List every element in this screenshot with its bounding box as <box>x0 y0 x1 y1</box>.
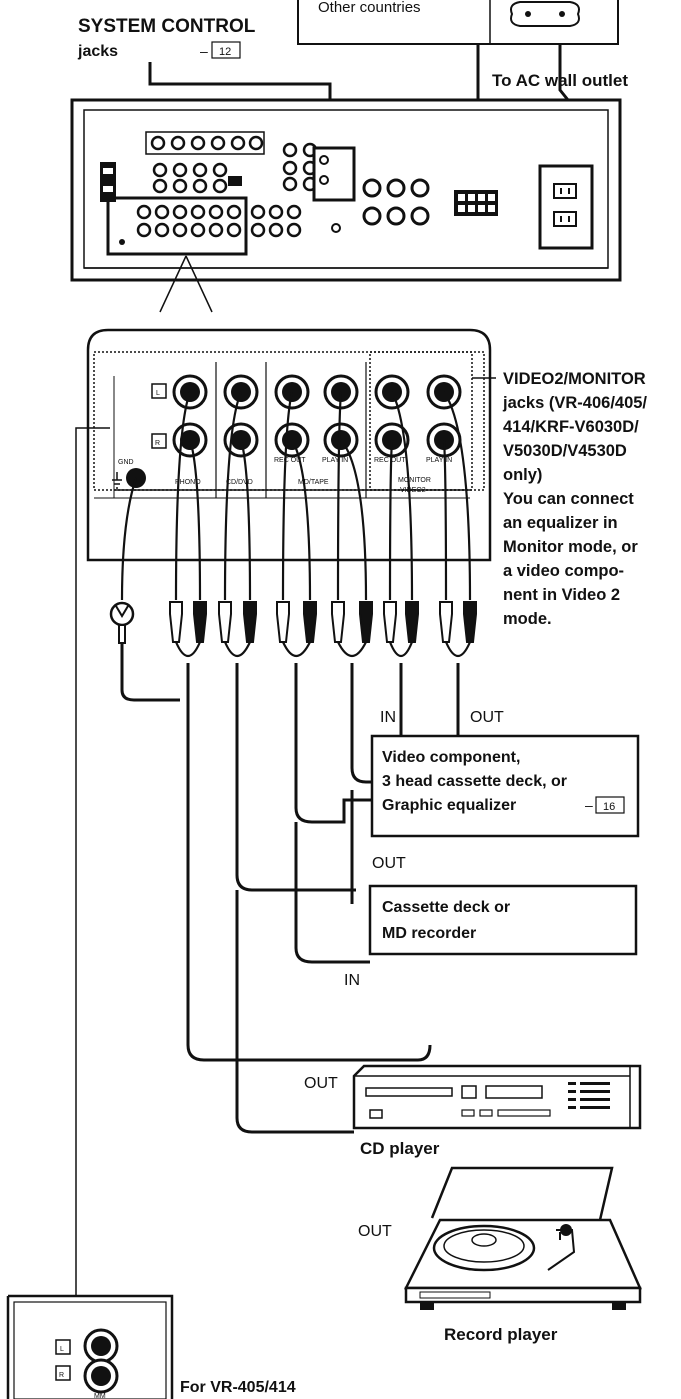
page-ref-12: – 12 <box>200 41 241 59</box>
panel-l-mark: L <box>156 390 160 397</box>
svg-text:VIDEO2/MONITOR: VIDEO2/MONITOR <box>503 370 646 388</box>
gnd-label: GND <box>118 459 134 466</box>
svg-text:12: 12 <box>219 46 231 58</box>
svg-text:mode.: mode. <box>503 610 552 628</box>
md-rec-out-label: REC OUT <box>274 457 306 464</box>
svg-text:an equalizer in: an equalizer in <box>503 514 618 532</box>
cassette-box-line2: MD recorder <box>382 925 476 942</box>
cassette-deck-box: Cassette deck or MD recorder <box>368 884 638 956</box>
cd-dvd-label: CD/DVD <box>226 479 253 486</box>
mon-play-in-label: PLAY IN <box>426 457 452 464</box>
video2-monitor-note: VIDEO2/MONITOR jacks (VR-406/405/ 414/KR… <box>502 370 647 628</box>
svg-text:You can connect: You can connect <box>503 490 634 508</box>
cd-out-label: OUT <box>304 1075 338 1092</box>
rca-cables <box>120 391 472 601</box>
ground-lug-icon <box>109 601 135 644</box>
jack-panel-enlarged: L R GND PHONO CD/DVD REC OUT PLAY IN MD/… <box>86 328 492 562</box>
svg-text:–: – <box>200 43 208 59</box>
video2-label: VIDEO2 <box>400 487 426 494</box>
system-control-label: SYSTEM CONTROL <box>78 16 256 37</box>
cassette-box-line1: Cassette deck or <box>382 899 510 916</box>
phono-label: PHONO <box>175 479 201 486</box>
video-box-line3: Graphic equalizer <box>382 797 516 814</box>
component-cables <box>120 643 460 1062</box>
svg-text:nent in Video 2: nent in Video 2 <box>503 586 620 604</box>
rca-plugs <box>109 601 477 658</box>
receiver-rear-panel <box>70 98 622 282</box>
video-out-label: OUT <box>470 709 504 726</box>
monitor-label: MONITOR <box>398 477 431 484</box>
svg-text:only): only) <box>503 466 542 484</box>
plug-box-text: Other countries <box>318 0 421 16</box>
system-control-jacks-label: jacks <box>77 43 118 60</box>
svg-text:Monitor mode, or: Monitor mode, or <box>503 538 638 556</box>
svg-text:V5030D/V4530D: V5030D/V4530D <box>503 442 627 460</box>
record-player-label: Record player <box>444 1325 558 1344</box>
plug-type-box: Other countries <box>297 0 619 45</box>
video-box-line2: 3 head cassette deck, or <box>382 773 567 790</box>
inset-leader <box>75 427 110 1296</box>
cd-player-label: CD player <box>360 1139 440 1158</box>
video-component-box: Video component, 3 head cassette deck, o… <box>370 734 640 838</box>
svg-text:a video compo-: a video compo- <box>503 562 624 580</box>
cassette-out-label: OUT <box>372 855 406 872</box>
inset-mm-label: MM <box>94 1393 106 1399</box>
record-player-device <box>403 1166 642 1310</box>
video-in-label: IN <box>380 709 396 726</box>
inset-caption: For VR-405/414 <box>180 1379 296 1396</box>
cassette-in-label: IN <box>344 972 360 989</box>
md-tape-label: MD/TAPE <box>298 479 329 486</box>
page-ref-16: – 16 <box>585 796 625 814</box>
euro-plug-icon <box>510 0 580 27</box>
cd-player-device <box>352 1064 642 1130</box>
ground-icon <box>112 472 122 489</box>
inset-l-mark: L <box>60 1346 64 1353</box>
inset-r-mark: R <box>59 1372 64 1379</box>
md-play-in-label: PLAY IN <box>322 457 348 464</box>
svg-text:414/KRF-V6030D/: 414/KRF-V6030D/ <box>503 418 639 436</box>
record-out-label: OUT <box>358 1223 392 1240</box>
video-box-line1: Video component, <box>382 749 520 766</box>
panel-r-mark: R <box>155 440 160 447</box>
inset-panel-vr405-414: L R MM <box>6 1294 174 1399</box>
svg-text:16: 16 <box>603 801 615 813</box>
svg-text:–: – <box>585 797 593 813</box>
svg-text:jacks (VR-406/405/: jacks (VR-406/405/ <box>502 394 647 412</box>
